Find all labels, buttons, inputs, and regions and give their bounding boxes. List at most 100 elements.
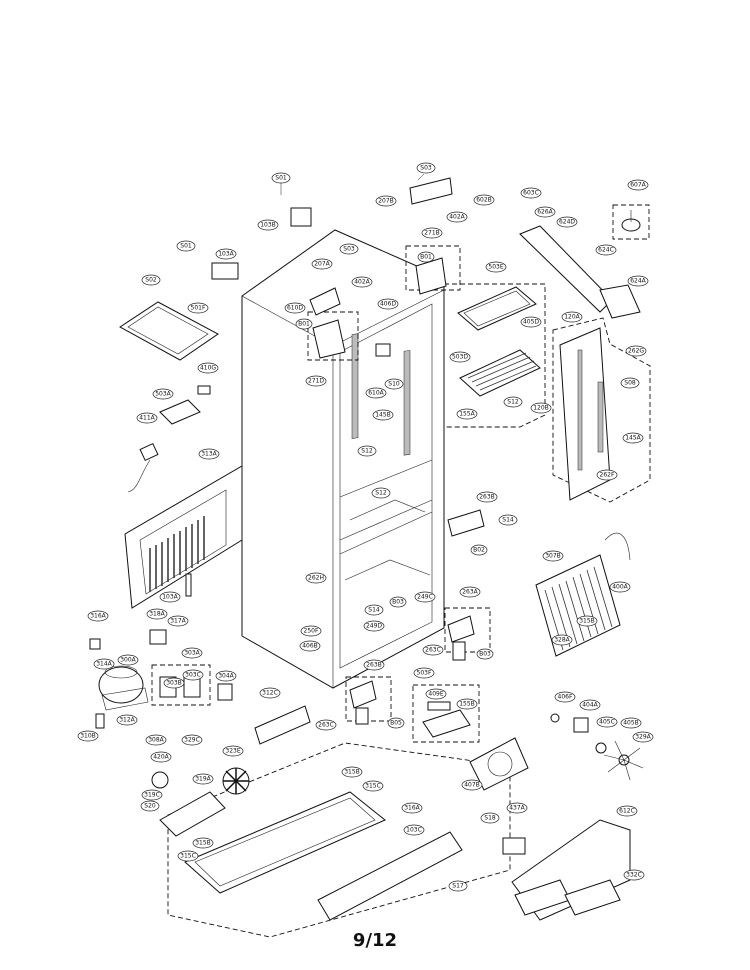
- base-grille-103c: [317, 831, 463, 921]
- fan-shroud-407b: [469, 737, 529, 791]
- evaporator-fan-329a: [603, 740, 644, 781]
- part-406d: [375, 343, 391, 357]
- label-316a: 316A: [90, 613, 106, 620]
- label-s17: S17: [452, 883, 464, 890]
- cover-304a: [217, 683, 233, 701]
- grommet-405f: [550, 713, 560, 723]
- hinge-271b: [415, 257, 447, 295]
- label-437a: 437A: [509, 805, 525, 812]
- label-409e: 409E: [428, 691, 443, 698]
- fan-motor-404a: [573, 717, 589, 733]
- label-312c: 312C: [262, 690, 278, 697]
- evaporator-307b: [535, 533, 631, 657]
- label-262g: 262G: [628, 348, 644, 355]
- part-103a: [211, 262, 239, 280]
- label-103b: 103B: [260, 222, 276, 229]
- evaporator-cover-120a: [559, 327, 611, 501]
- part-310b: [95, 713, 105, 729]
- label-318a: 318A: [149, 611, 165, 618]
- label-404a: 404A: [582, 702, 598, 709]
- label-145b: 145B: [375, 412, 391, 419]
- grommet-405c: [595, 742, 607, 754]
- label-402a: 402A: [354, 279, 370, 286]
- part-410g: [197, 385, 211, 395]
- label-402a-top: 402A: [449, 214, 465, 221]
- label-300a: 300A: [120, 657, 136, 664]
- label-503f: 503F: [417, 670, 432, 677]
- label-207b: 207B: [378, 198, 394, 205]
- label-420a: 420A: [153, 754, 169, 761]
- cover-assembly-612c: [502, 819, 631, 921]
- label-155a: 155A: [459, 411, 475, 418]
- label-610a: 610A: [368, 390, 384, 397]
- label-315b-low: 315B: [195, 840, 211, 847]
- label-315c: 315C: [365, 783, 381, 790]
- label-oval: [416, 162, 436, 174]
- label-323e: 323E: [225, 748, 240, 755]
- ice-tube-624a: [519, 225, 641, 319]
- label-155b: 155B: [459, 701, 475, 708]
- label-105a: 103A: [162, 594, 178, 601]
- label-503d: 503D: [452, 354, 468, 361]
- label-120b: 120B: [533, 405, 549, 412]
- label-263b: 263B: [479, 494, 495, 501]
- label-624d: 624D: [559, 219, 575, 226]
- label-602b: 602B: [476, 197, 492, 204]
- part-207a: [309, 287, 341, 316]
- label-626a: 626A: [537, 209, 553, 216]
- label-329a: 329A: [635, 734, 651, 741]
- hinge-assembly-boxes: [151, 204, 651, 938]
- label-329c: 329C: [184, 737, 200, 744]
- compressor-314a: [98, 665, 149, 711]
- label-303c: 303C: [185, 672, 201, 679]
- label-106a-low: 263C: [318, 722, 334, 729]
- bracket-263b: [447, 509, 485, 537]
- leveling-foot-263c: [349, 680, 377, 725]
- part-103b: [290, 207, 312, 227]
- crisper-cover-503e: [457, 286, 537, 331]
- label-319c: 319C: [144, 792, 160, 799]
- part-607a: [621, 210, 641, 232]
- label-103a: 103A: [218, 251, 234, 258]
- label-332c: 332C: [626, 872, 642, 879]
- label-b05: B05: [390, 720, 402, 727]
- label-263a: 263A: [462, 589, 478, 596]
- label-603c: 603C: [523, 190, 539, 197]
- label-s18: S18: [484, 815, 496, 822]
- label-406d: 406D: [380, 301, 396, 308]
- fan-motor-308a: [151, 771, 169, 789]
- part-207b: [409, 177, 453, 205]
- part-318a: [149, 629, 167, 645]
- label-624c: 624C: [598, 247, 614, 254]
- label-315e: 315B: [579, 618, 595, 625]
- crisper-tray-503d: [459, 349, 541, 397]
- label-207a: 207A: [314, 261, 330, 268]
- label-262h: 262H: [308, 575, 324, 582]
- label-501f: 501F: [191, 305, 206, 312]
- label-612c: 612C: [619, 808, 635, 815]
- label-s01: S01: [275, 175, 287, 182]
- part-316a: [89, 638, 101, 650]
- label-405f: 406F: [558, 694, 573, 701]
- page-number: 9/12: [352, 930, 398, 951]
- condenser-fan-323e: [222, 767, 250, 795]
- label-s10: S10: [388, 381, 400, 388]
- label-503a: 503A: [155, 391, 171, 398]
- label-315b: 315B: [344, 769, 360, 776]
- label-407b: 407B: [464, 782, 480, 789]
- hinge-271d: [312, 319, 346, 359]
- label-307b: 307B: [545, 553, 561, 560]
- panel-155b: [422, 709, 471, 738]
- label-405c: 405C: [599, 719, 615, 726]
- label-b01: B01: [420, 254, 432, 261]
- label-317a: 317A: [170, 618, 186, 625]
- label-b03: B03: [392, 599, 404, 606]
- label-249c: 249C: [417, 594, 433, 601]
- label-304a: 304A: [218, 673, 234, 680]
- label-s14-mid: S14: [368, 607, 380, 614]
- label-315c-low: 315C: [180, 853, 196, 860]
- label-308a: 308A: [148, 737, 164, 744]
- label-s08: S08: [624, 380, 636, 387]
- label-145a: 145A: [625, 435, 641, 442]
- duct-312c: [254, 705, 311, 745]
